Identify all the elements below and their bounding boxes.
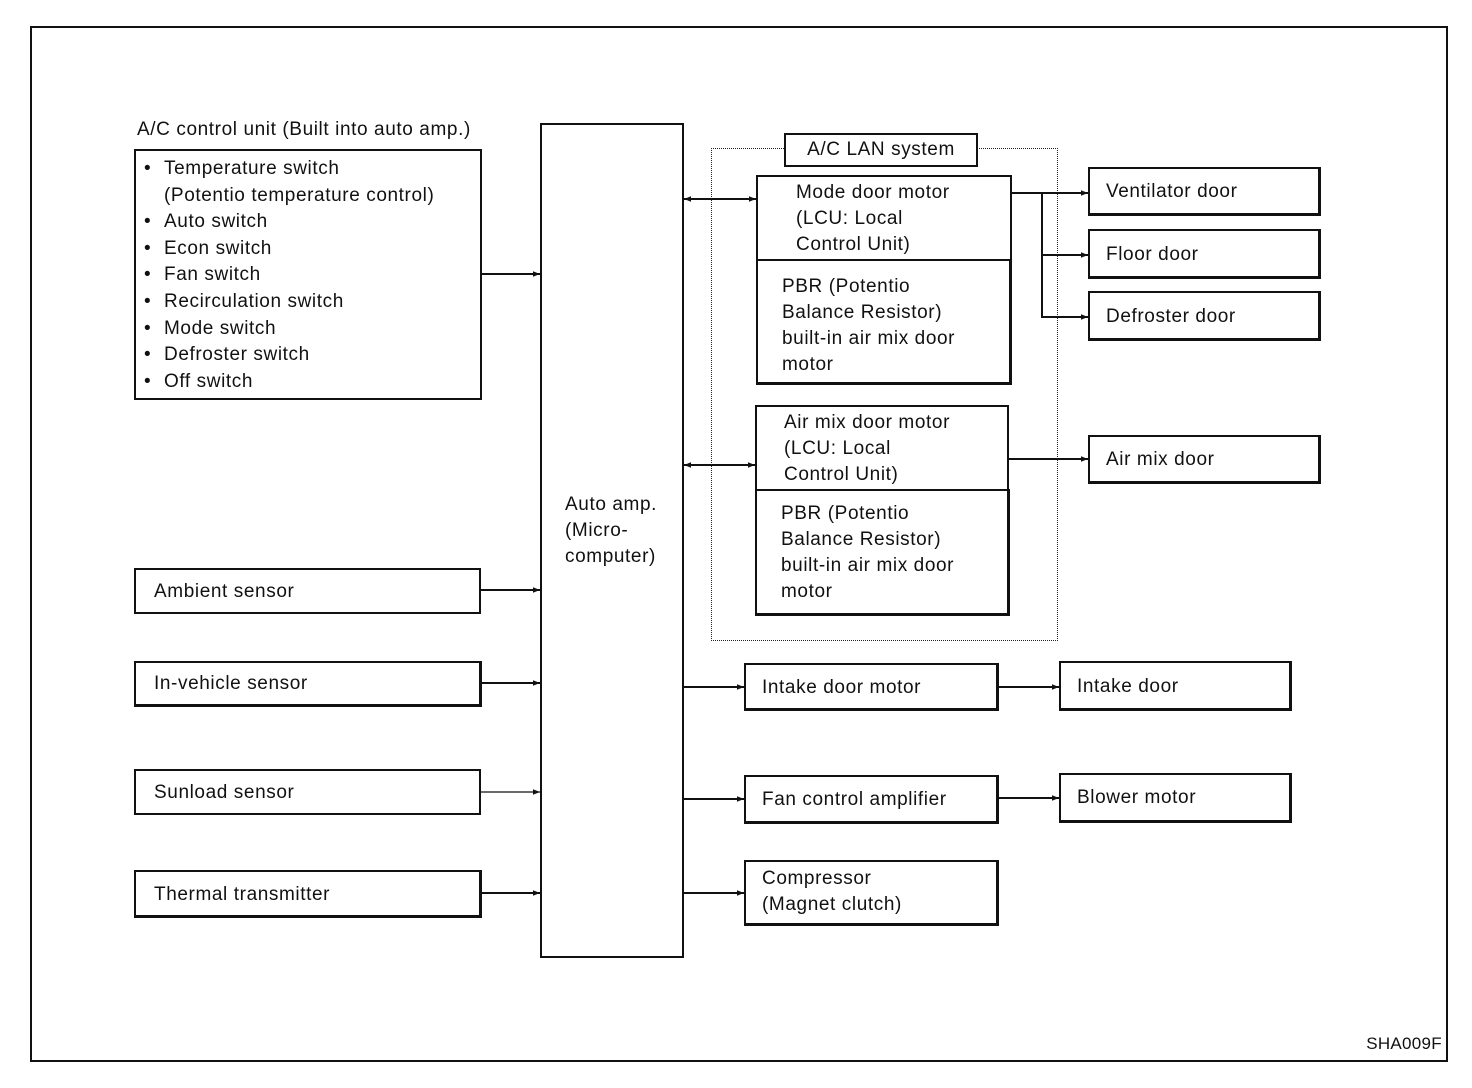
diagram-frame [30, 26, 1448, 1062]
defroster-door-label: Defroster door [1106, 306, 1236, 327]
ambient-sensor-label: Ambient sensor [154, 581, 295, 602]
in-vehicle-sensor-box: In-vehicle sensor [134, 661, 482, 707]
mode-pbr-label: PBR (Potentio Balance Resistor) built-in… [782, 276, 956, 375]
air-mix-motor-label: Air mix door motor (LCU: Local Control U… [784, 412, 951, 485]
air-mix-pbr-label: PBR (Potentio Balance Resistor) built-in… [781, 503, 955, 602]
blower-motor-box: Blower motor [1059, 773, 1292, 823]
thermal-transmitter-label: Thermal transmitter [154, 884, 331, 905]
auto-amp-label: Auto amp. (Micro- computer) [565, 494, 658, 567]
mode-door-motor-label: Mode door motor (LCU: Local Control Unit… [796, 182, 950, 255]
ventilator-door-box: Ventilator door [1088, 167, 1321, 216]
thermal-transmitter-box: Thermal transmitter [134, 870, 482, 918]
control-unit-list: •Temperature switch (Potentio temperatur… [144, 156, 434, 395]
air-mix-door-label: Air mix door [1106, 449, 1215, 470]
lan-system-title: A/C LAN system [784, 133, 978, 167]
sunload-sensor-box: Sunload sensor [134, 769, 481, 815]
fan-control-amplifier-box: Fan control amplifier [744, 775, 999, 824]
air-mix-pbr-box: PBR (Potentio Balance Resistor) built-in… [755, 489, 1010, 616]
sunload-sensor-label: Sunload sensor [154, 782, 295, 803]
in-vehicle-sensor-label: In-vehicle sensor [154, 673, 308, 694]
fan-control-amplifier-label: Fan control amplifier [762, 789, 947, 810]
control-unit-box: •Temperature switch (Potentio temperatur… [134, 149, 482, 400]
list-item: (Potentio temperature control) [164, 184, 435, 206]
air-mix-motor-box: Air mix door motor (LCU: Local Control U… [755, 405, 1009, 491]
floor-door-box: Floor door [1088, 229, 1321, 279]
ventilator-door-label: Ventilator door [1106, 181, 1238, 202]
list-item: •Fan switch [144, 264, 261, 286]
intake-door-box: Intake door [1059, 661, 1292, 711]
figure-code: SHA009F [1366, 1034, 1442, 1053]
arrow-floor-door [1041, 193, 1088, 258]
intake-door-label: Intake door [1077, 676, 1179, 697]
list-item: •Auto switch [144, 211, 268, 233]
floor-door-label: Floor door [1106, 244, 1199, 265]
list-item: •Temperature switch [144, 158, 340, 179]
blower-motor-label: Blower motor [1077, 787, 1197, 808]
list-item: •Recirculation switch [144, 290, 344, 312]
ambient-sensor-box: Ambient sensor [134, 568, 481, 614]
control-unit-title: A/C control unit (Built into auto amp.) [137, 119, 471, 140]
auto-amp-box: Auto amp. (Micro- computer) [540, 123, 684, 958]
arrow-defroster-door [1041, 255, 1088, 320]
mode-pbr-box: PBR (Potentio Balance Resistor) built-in… [756, 259, 1012, 385]
air-mix-door-box: Air mix door [1088, 435, 1321, 484]
defroster-door-box: Defroster door [1088, 291, 1321, 341]
compressor-box: Compressor (Magnet clutch) [744, 860, 999, 926]
intake-door-motor-label: Intake door motor [762, 677, 922, 698]
compressor-label: Compressor (Magnet clutch) [762, 868, 902, 915]
list-item: •Off switch [144, 370, 254, 392]
list-item: •Mode switch [144, 317, 277, 339]
list-item: •Defroster switch [144, 344, 310, 366]
list-item: •Econ switch [144, 237, 272, 259]
intake-door-motor-box: Intake door motor [744, 663, 999, 711]
